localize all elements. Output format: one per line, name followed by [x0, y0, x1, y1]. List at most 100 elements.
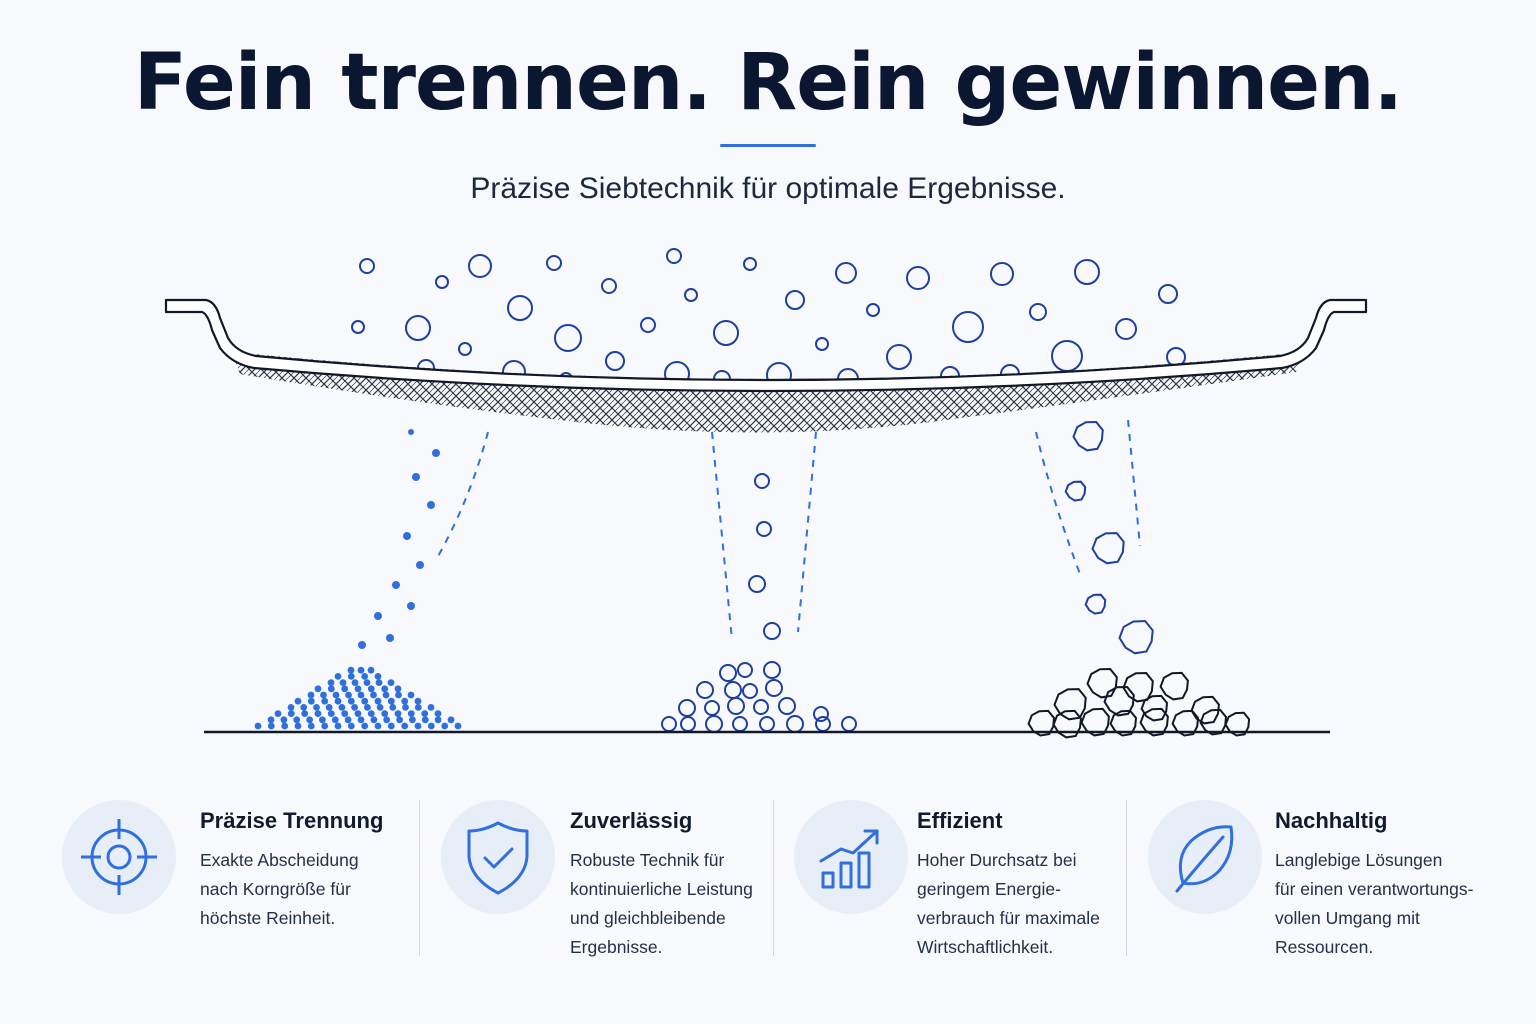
medium-particle — [763, 661, 781, 679]
fine-particle — [389, 704, 397, 711]
medium-particle — [765, 679, 783, 697]
feature-title: Zuverlässig — [570, 808, 693, 833]
fine-particle — [381, 685, 389, 693]
fine-particle — [347, 666, 355, 674]
particle — [906, 266, 930, 290]
fine-particle — [351, 704, 358, 711]
fine-particle — [267, 716, 275, 724]
medium-particle-stream — [748, 473, 781, 640]
particle — [468, 254, 492, 278]
fine-particle — [407, 710, 415, 717]
medium-particle — [786, 715, 804, 733]
fine-particle — [401, 697, 409, 705]
particle — [713, 320, 739, 346]
fine-particle — [412, 473, 420, 481]
fine-particle — [427, 722, 435, 730]
medium-particle — [754, 473, 770, 489]
incoming-particles — [351, 248, 1186, 390]
coarse-particle — [1103, 685, 1135, 717]
particle — [815, 337, 829, 351]
subline: Präzise Siebtechnik für optimale Ergebni… — [470, 172, 1066, 205]
headline-divider — [720, 144, 816, 147]
particle — [458, 342, 472, 356]
coarse-particle-pile — [1027, 667, 1251, 739]
coarse-particle — [1027, 709, 1056, 737]
feature-separator — [1126, 800, 1127, 956]
fine-particle — [427, 501, 435, 509]
sieve-illustration — [164, 248, 1368, 739]
fine-particle — [427, 704, 435, 711]
fine-particle — [294, 697, 302, 705]
fine-particle — [280, 716, 288, 724]
fine-particle — [327, 710, 335, 717]
medium-particle — [704, 700, 720, 716]
fine-particle — [341, 685, 349, 693]
fine-particle — [382, 691, 390, 699]
fine-particle — [300, 704, 308, 711]
coarse-particle — [1190, 695, 1220, 725]
particle — [666, 248, 682, 264]
medium-particle — [815, 716, 831, 732]
medium-particle — [705, 715, 723, 733]
fine-particle — [314, 685, 322, 693]
particle — [640, 317, 656, 333]
fine-particle — [327, 679, 335, 686]
fine-particle — [409, 716, 416, 724]
particle — [785, 290, 805, 310]
fine-particle — [347, 673, 355, 680]
particle — [743, 257, 757, 271]
fine-particle — [432, 449, 440, 457]
fine-particle — [331, 716, 339, 724]
leaf-icon — [1148, 800, 1262, 914]
fine-particle — [447, 716, 455, 724]
medium-particle — [732, 716, 748, 732]
sieve-pan — [164, 298, 1368, 393]
coarse-particle — [1072, 420, 1104, 452]
medium-particle — [813, 706, 829, 722]
medium-particle — [727, 697, 745, 715]
fine-particle — [334, 722, 342, 730]
feature-separator — [773, 800, 774, 956]
coarse-particle — [1122, 671, 1154, 703]
fine-particle — [367, 710, 375, 717]
fine-particle — [301, 710, 309, 717]
coarse-particle — [1140, 694, 1169, 722]
medium-particle — [841, 716, 857, 732]
coarse-particle — [1064, 480, 1087, 502]
coarse-particle — [1199, 708, 1228, 736]
fine-particle — [345, 691, 352, 699]
medium-particle — [678, 699, 696, 717]
particle — [886, 344, 912, 370]
fine-particle — [386, 634, 394, 642]
particle — [405, 315, 431, 341]
coarse-particle — [1091, 532, 1125, 565]
fine-particle — [254, 722, 262, 730]
coarse-particle — [1224, 711, 1251, 737]
fine-particle — [314, 710, 322, 717]
medium-particle — [778, 697, 796, 715]
fine-particle — [358, 641, 366, 649]
fine-particle — [339, 679, 347, 686]
particle — [1051, 340, 1083, 372]
medium-particle — [748, 575, 766, 593]
fine-particle — [347, 697, 355, 705]
fine-particle — [414, 704, 422, 711]
fine-particle — [344, 716, 352, 724]
fine-particle — [267, 722, 275, 730]
feature-description: Hoher Durchsatz bei geringem Energie- ve… — [917, 850, 1100, 957]
growth-chart-icon — [794, 800, 908, 914]
fine-particle — [434, 716, 442, 724]
fine-particle — [361, 673, 369, 680]
fine-particle — [294, 722, 302, 730]
fine-particle — [414, 697, 422, 705]
fine-particle — [392, 581, 400, 589]
fine-particle — [338, 704, 346, 711]
fine-particle — [327, 685, 335, 693]
feature-description: Exakte Abscheidung nach Korngröße für hö… — [200, 850, 359, 928]
fine-particle — [347, 722, 355, 730]
fine-particle — [454, 722, 462, 730]
fall-guide-lines — [435, 419, 1141, 641]
fine-particle — [381, 710, 389, 717]
coarse-particle-stream — [1064, 420, 1154, 655]
fine-particle — [325, 704, 333, 711]
